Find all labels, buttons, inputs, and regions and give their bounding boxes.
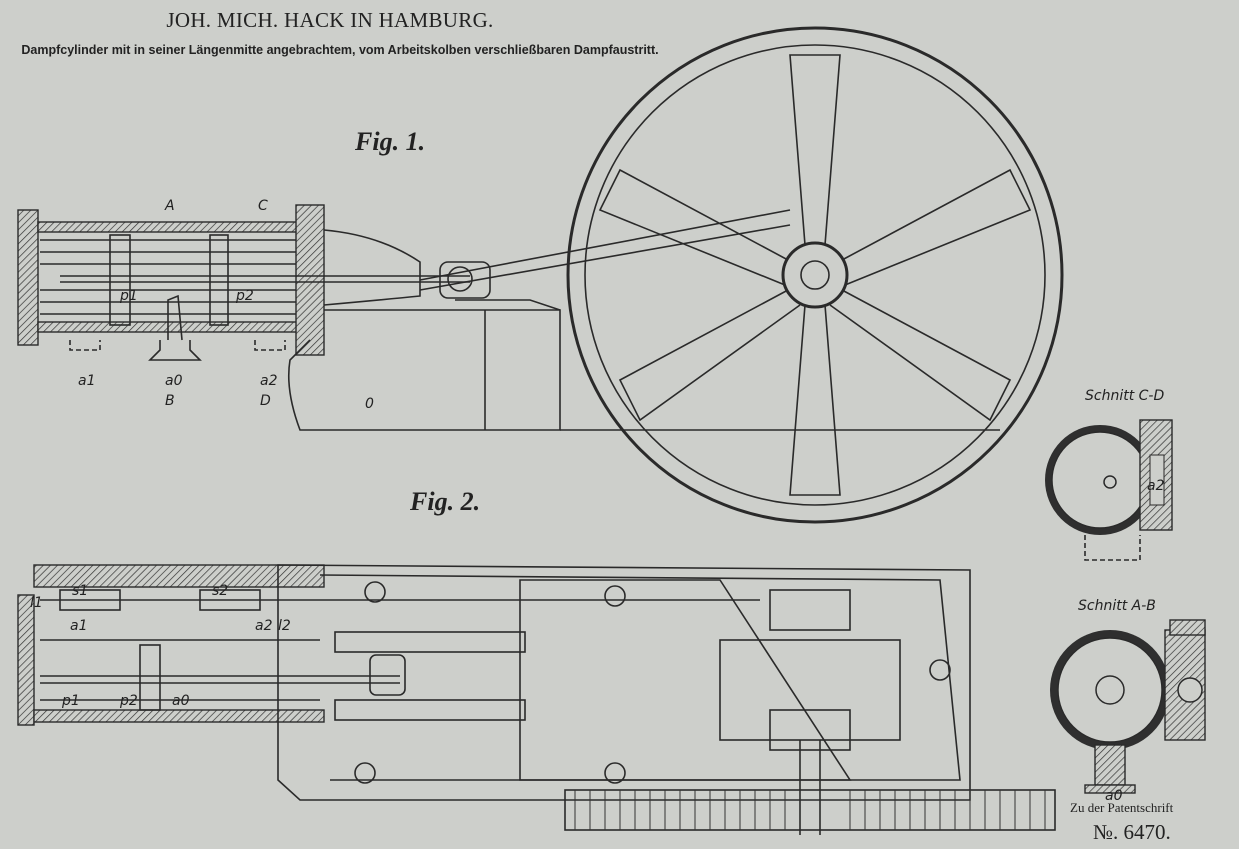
label-a2-fig2: a2	[255, 618, 273, 634]
label-D: D	[260, 393, 271, 409]
label-p2-fig2: p2	[119, 693, 138, 709]
section-cd-drawing	[1045, 419, 1173, 561]
label-p2: p2	[235, 288, 254, 304]
patent-holder-title: JOH. MICH. HACK IN HAMBURG.	[166, 8, 494, 32]
section-ab-a0: a0	[1105, 788, 1123, 804]
label-a1: a1	[78, 373, 96, 389]
fig1-drawing	[17, 204, 1000, 431]
section-cd-label: Schnitt C-D	[1085, 388, 1164, 404]
label-a2: a2	[260, 373, 278, 389]
label-p1-fig2: p1	[61, 693, 80, 709]
section-cd-a2: a2	[1147, 478, 1165, 494]
label-C: C	[258, 198, 268, 214]
fig2-drawing	[17, 564, 1056, 835]
label-l1: l1	[30, 595, 43, 611]
label-p1: p1	[119, 288, 138, 304]
flywheel	[566, 26, 1064, 524]
label-O: 0	[365, 396, 374, 412]
label-s1: s1	[72, 583, 88, 599]
section-ab-drawing	[1050, 619, 1206, 794]
label-B: B	[165, 393, 175, 409]
fig2-label: Fig. 2.	[409, 487, 480, 516]
patent-subtitle: Dampfcylinder mit in seiner Längenmitte …	[21, 43, 659, 57]
patent-note: Zu der Patentschrift	[1070, 800, 1174, 815]
label-A: A	[164, 198, 175, 214]
label-l2: l2	[278, 618, 291, 634]
label-s2: s2	[212, 583, 228, 599]
label-a0-fig2: a0	[172, 693, 190, 709]
fig1-label: Fig. 1.	[354, 127, 425, 156]
section-ab-label: Schnitt A-B	[1078, 598, 1156, 614]
patent-number: №. 6470.	[1093, 820, 1171, 844]
label-a0: a0	[165, 373, 183, 389]
label-a1-fig2: a1	[70, 618, 88, 634]
